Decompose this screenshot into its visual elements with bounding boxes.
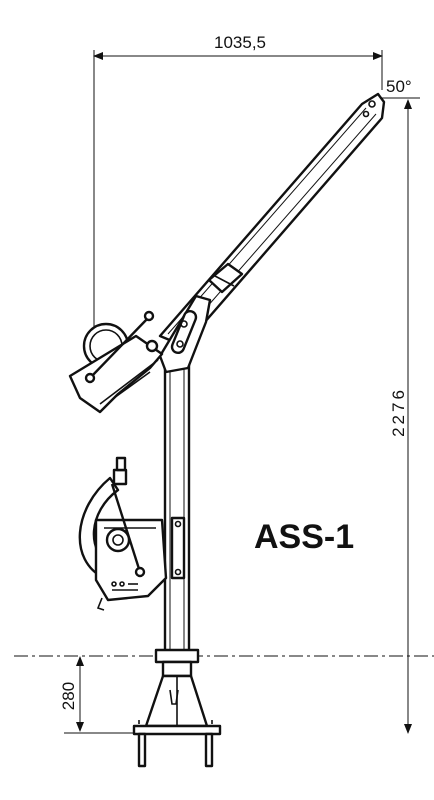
- width-dimension-label: 1035,5: [214, 33, 266, 52]
- height-dimension: 2276: [380, 97, 420, 734]
- top-width-dimension: 1035,5: [93, 33, 383, 370]
- boom-hinge-bracket: [158, 294, 212, 374]
- height-dimension-label: 2276: [389, 387, 408, 437]
- mast: [163, 358, 191, 658]
- model-label: ASS-1: [254, 518, 354, 556]
- top-winch: [68, 310, 164, 414]
- lower-winch: [78, 456, 186, 611]
- base-dimension-label: 280: [59, 682, 78, 710]
- angle-dimension-label: 50°: [386, 77, 412, 96]
- base-dimension: 280: [59, 656, 150, 734]
- mast-base: [132, 648, 222, 768]
